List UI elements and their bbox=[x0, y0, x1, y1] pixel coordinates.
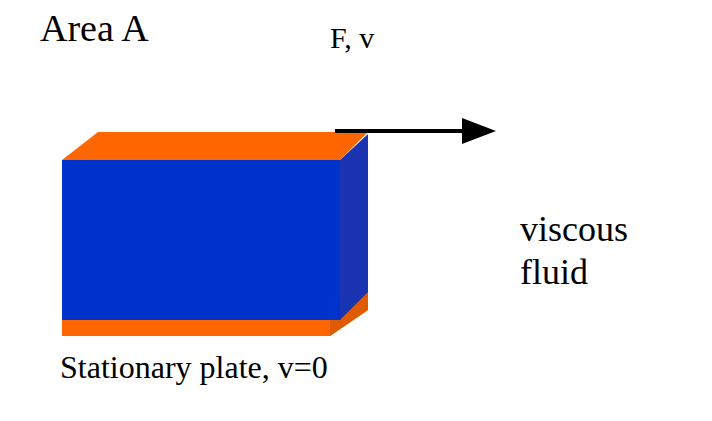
area-label: Area A bbox=[40, 6, 149, 52]
moving-plate bbox=[62, 132, 368, 160]
force-arrow-head bbox=[462, 118, 496, 144]
fluid-label: viscous fluid bbox=[520, 208, 670, 294]
force-label: F, v bbox=[330, 20, 374, 56]
force-arrow-shaft bbox=[335, 129, 470, 133]
fluid-side bbox=[340, 134, 368, 320]
plate-label: Stationary plate, v=0 bbox=[60, 348, 328, 386]
fluid-front bbox=[62, 160, 340, 320]
